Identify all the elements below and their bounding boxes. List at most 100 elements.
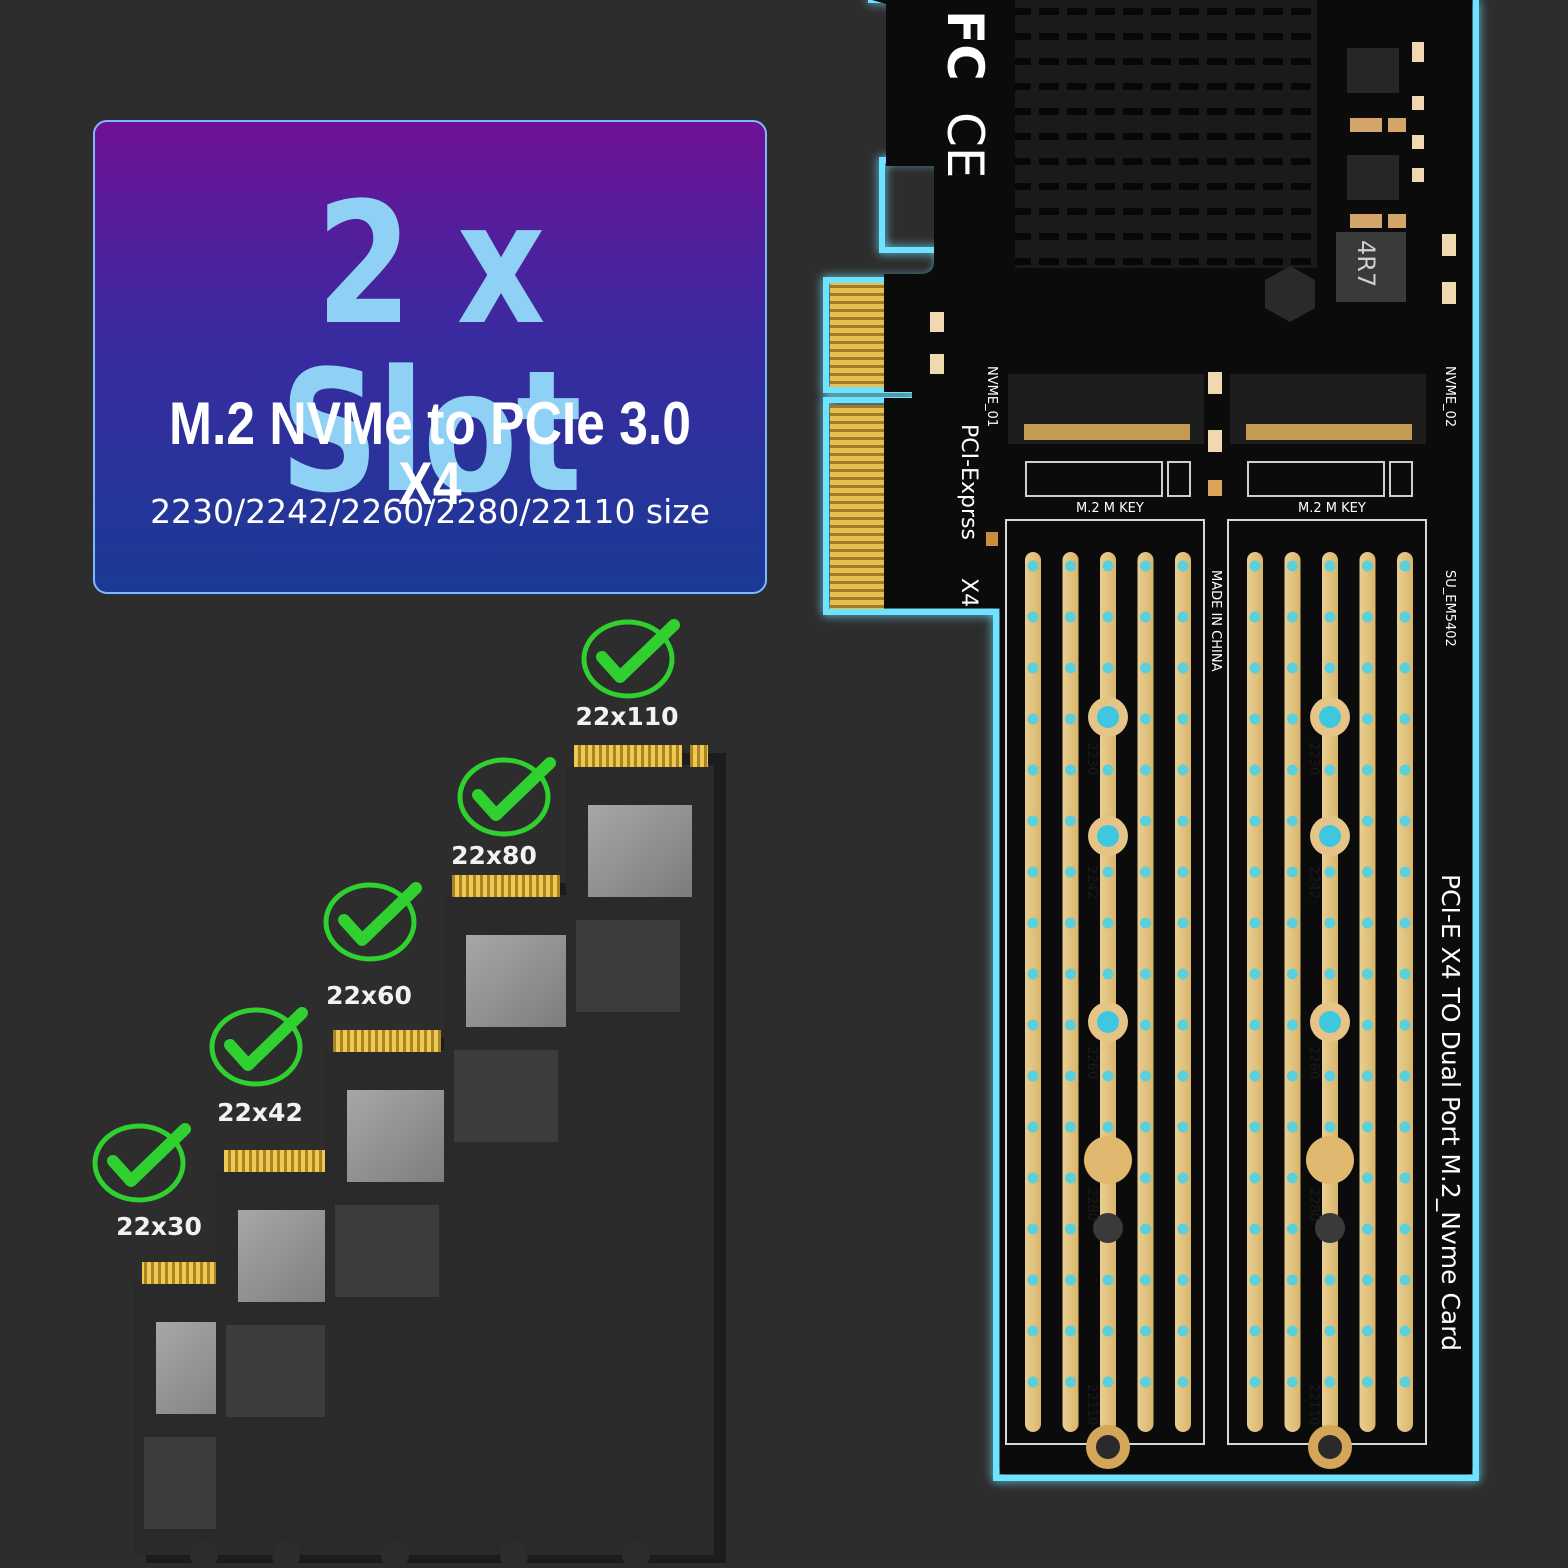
pad <box>1362 1376 1373 1388</box>
pad <box>1102 764 1114 776</box>
pad <box>1177 968 1189 980</box>
ssd-controller-chip <box>238 1210 342 1302</box>
pad <box>1324 1376 1336 1388</box>
pad <box>1177 815 1189 827</box>
pad <box>1362 611 1373 623</box>
pad <box>1177 1274 1189 1286</box>
pad <box>1140 1223 1151 1235</box>
pad <box>1399 968 1411 980</box>
pad <box>1140 1070 1151 1082</box>
pad <box>1362 764 1373 776</box>
pad <box>1140 713 1151 725</box>
length-marker: 2280 <box>1306 1188 1321 1221</box>
length-marker: 2280 <box>1084 1188 1099 1221</box>
pad <box>1102 1274 1114 1286</box>
pad <box>1177 866 1189 878</box>
pad <box>1287 611 1298 623</box>
pad <box>1287 1121 1298 1133</box>
gold-strip <box>1359 552 1376 1432</box>
pad <box>1102 1121 1114 1133</box>
pad <box>1027 917 1039 929</box>
pad <box>1177 1223 1189 1235</box>
ssd-nand-chip <box>576 920 680 1012</box>
pad <box>1027 1274 1039 1286</box>
mounting-strips: 2230224222602280221102230224222602280221… <box>1025 552 1413 1469</box>
pad <box>1249 917 1261 929</box>
pad <box>1399 866 1411 878</box>
pad <box>1249 1325 1261 1337</box>
pad <box>1324 968 1336 980</box>
smd-components <box>930 42 1456 546</box>
pad <box>1027 1121 1039 1133</box>
gold-fingers-bottom <box>830 405 884 609</box>
pad <box>1027 560 1039 572</box>
check-icon <box>209 1007 308 1087</box>
check-icon <box>92 1123 191 1203</box>
pad <box>1399 611 1411 623</box>
pad <box>1065 866 1076 878</box>
pad <box>1177 560 1189 572</box>
ce-mark: CE <box>936 112 994 179</box>
heatsink <box>1015 0 1317 268</box>
pad <box>1027 968 1039 980</box>
pad <box>1065 1325 1076 1337</box>
pad <box>1140 1019 1151 1031</box>
pad <box>1140 1274 1151 1286</box>
pad <box>1065 1172 1076 1184</box>
pad <box>1324 611 1336 623</box>
gold-strip <box>1397 552 1413 1432</box>
pad <box>1362 1274 1373 1286</box>
pad <box>1399 917 1411 929</box>
ssd-contacts <box>224 1150 332 1172</box>
pad <box>1362 560 1373 572</box>
pad <box>1177 917 1189 929</box>
pad <box>1102 968 1114 980</box>
pad <box>1065 1223 1076 1235</box>
pad <box>1399 1019 1411 1031</box>
mount-hole-core <box>1319 825 1341 847</box>
pad <box>1140 1121 1151 1133</box>
ssd-contacts <box>452 875 560 897</box>
pad <box>1287 1274 1298 1286</box>
ssd-mount-notch <box>500 1541 528 1568</box>
length-marker: 2242 <box>1306 866 1321 899</box>
mount-hole-core <box>1097 1011 1119 1033</box>
key-label-1: M.2 M KEY <box>1076 501 1144 516</box>
pad <box>1177 1376 1189 1388</box>
pad <box>1249 662 1261 674</box>
pad <box>1177 713 1189 725</box>
pad <box>1140 1325 1151 1337</box>
slot1-label: NVME_01 <box>984 366 999 427</box>
pad <box>1065 1070 1076 1082</box>
pad <box>1140 662 1151 674</box>
pad <box>1027 662 1039 674</box>
pad <box>1140 1172 1151 1184</box>
pad <box>1140 866 1151 878</box>
size-label-22x60: 22x60 <box>326 981 412 1010</box>
slot2-label: NVME_02 <box>1442 366 1457 427</box>
pad <box>1065 917 1076 929</box>
pad <box>1287 968 1298 980</box>
pad <box>1249 1019 1261 1031</box>
pad <box>1362 1223 1373 1235</box>
pad <box>1065 764 1076 776</box>
pad <box>1027 1070 1039 1082</box>
pad <box>1177 1325 1189 1337</box>
pad <box>1140 560 1151 572</box>
pad <box>1065 662 1076 674</box>
lane-label: X4 <box>956 578 981 607</box>
controller-hex <box>1265 266 1315 322</box>
pad <box>1287 1172 1298 1184</box>
m2-connector-2 <box>1230 374 1426 497</box>
pad <box>1102 1325 1114 1337</box>
pad <box>1027 1172 1039 1184</box>
pad <box>1027 1019 1039 1031</box>
screw <box>1318 1435 1342 1459</box>
pad <box>1065 1019 1076 1031</box>
mount-hole-core <box>1097 825 1119 847</box>
pad <box>1027 611 1039 623</box>
pad <box>1287 866 1298 878</box>
pad <box>1177 1121 1189 1133</box>
pad <box>1065 1274 1076 1286</box>
